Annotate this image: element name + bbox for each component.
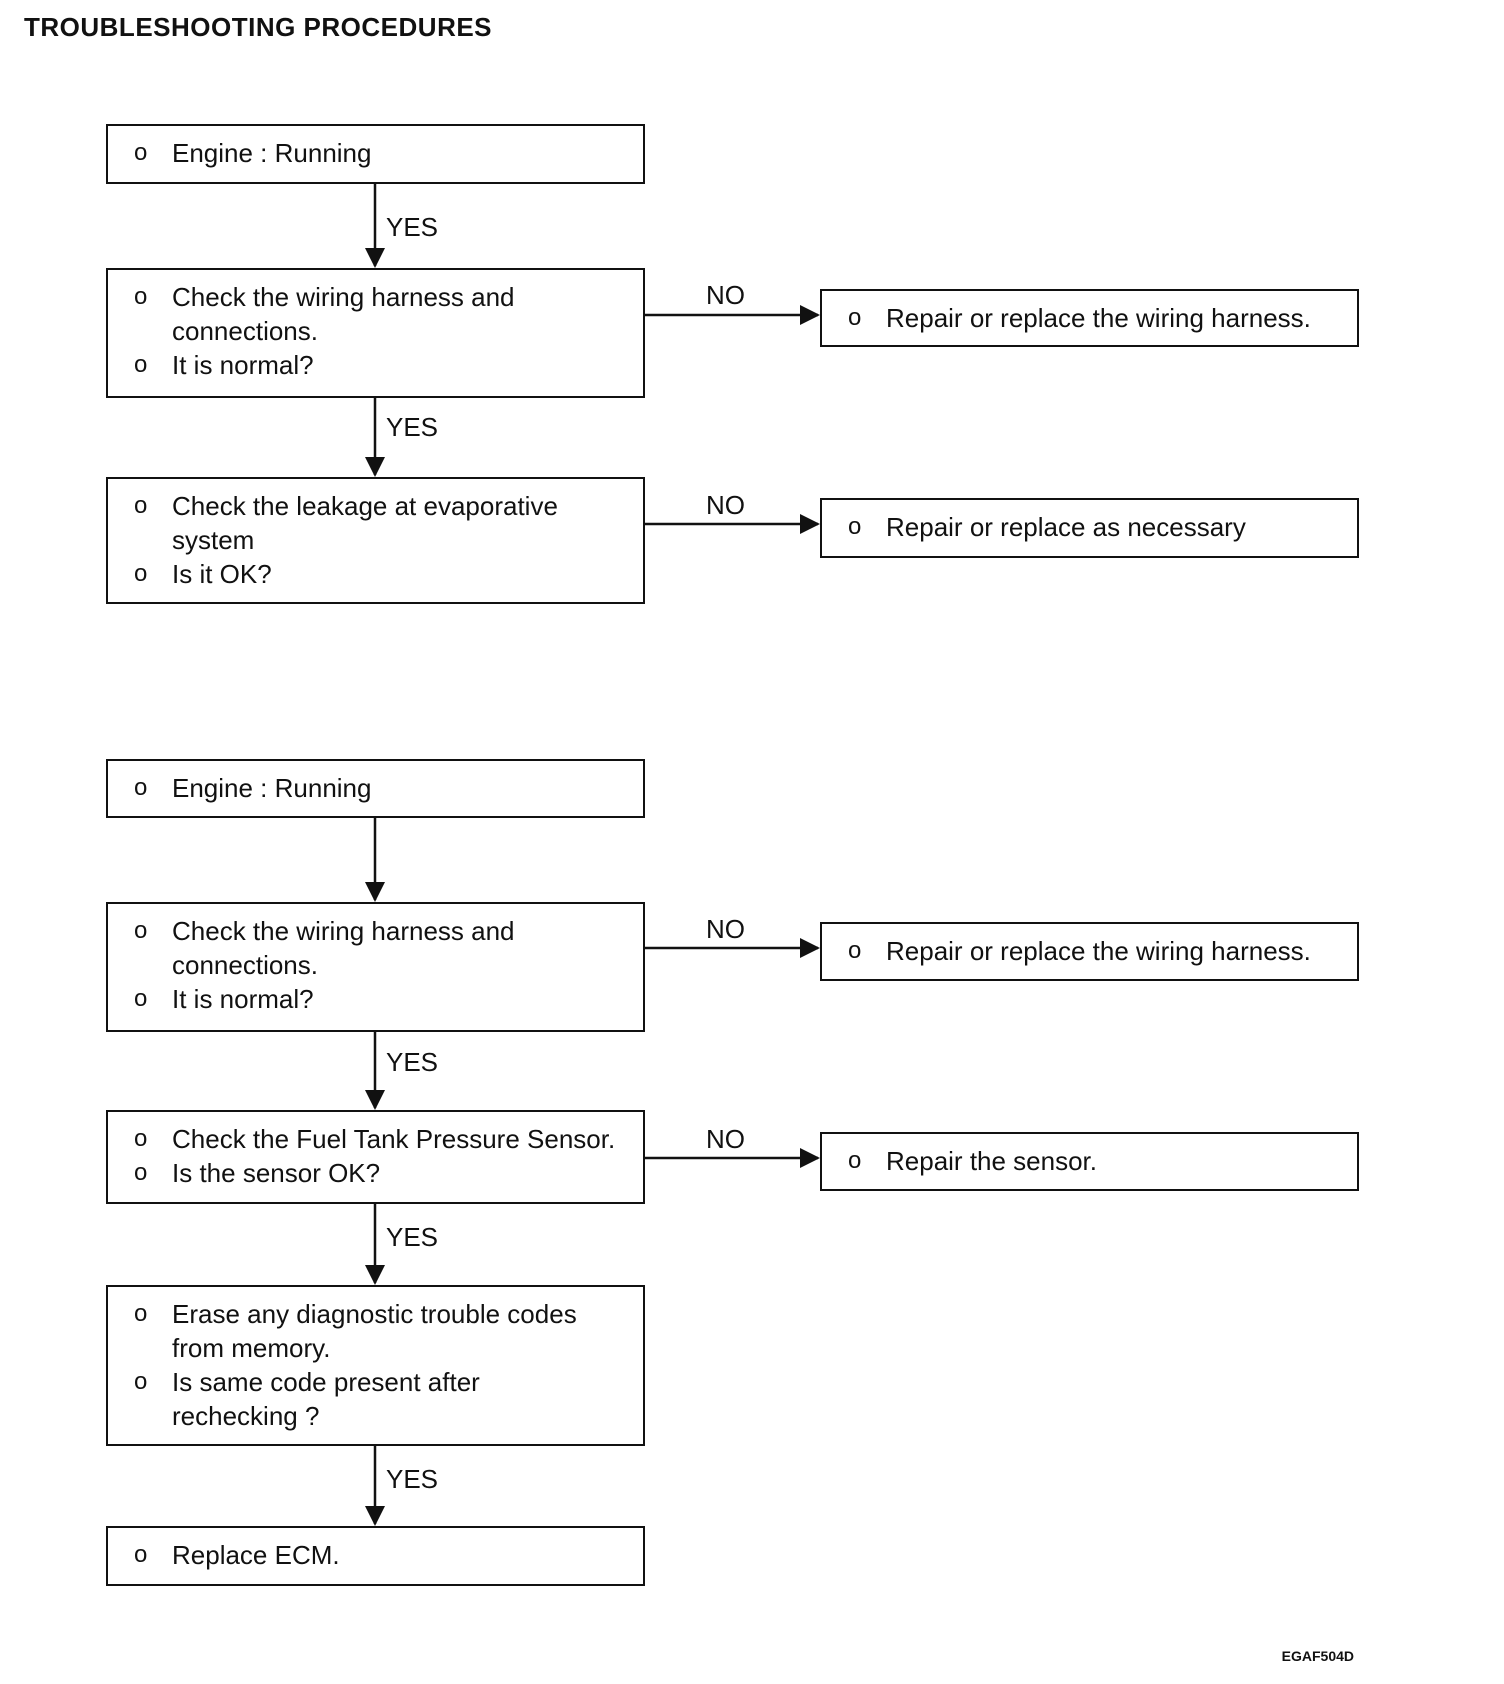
step-text: Engine : Running xyxy=(172,138,372,168)
flow1-box-check-leakage: o Check the leakage at evaporative system… xyxy=(106,477,645,604)
step-text: system xyxy=(172,525,255,555)
bullet-marker: o xyxy=(134,351,148,378)
bullet-marker: o xyxy=(134,917,148,944)
flow1-box-repair-wiring: o Repair or replace the wiring harness. xyxy=(820,289,1359,347)
bullet-marker: o xyxy=(134,139,148,166)
step-text: Check the wiring harness and xyxy=(172,282,515,312)
bullet-marker: o xyxy=(134,492,148,519)
step-text: Is the sensor OK? xyxy=(172,1158,381,1188)
bullet-marker: o xyxy=(134,985,148,1012)
step-text: Replace ECM. xyxy=(172,1540,340,1570)
yes-label: YES xyxy=(386,412,439,442)
bullet-marker: o xyxy=(848,513,862,540)
no-label: NO xyxy=(706,280,745,310)
flow2-box-check-wiring: o Check the wiring harness and connection… xyxy=(106,902,645,1032)
step-text: Check the wiring harness and xyxy=(172,916,515,946)
no-label: NO xyxy=(706,914,745,944)
bullet-marker: o xyxy=(134,774,148,801)
bullet-marker: o xyxy=(134,560,148,587)
step-text: Check the Fuel Tank Pressure Sensor. xyxy=(172,1124,616,1154)
step-text: Repair or replace the wiring harness. xyxy=(886,303,1311,333)
bullet-marker: o xyxy=(848,304,862,331)
page-title: TROUBLESHOOTING PROCEDURES xyxy=(24,12,493,42)
step-text: connections. xyxy=(172,950,318,980)
bullet-marker: o xyxy=(134,1541,148,1568)
yes-label: YES xyxy=(386,1222,439,1252)
bullet-marker: o xyxy=(134,1368,148,1395)
step-text: Repair the sensor. xyxy=(886,1146,1098,1176)
bullet-marker: o xyxy=(848,1147,862,1174)
yes-label: YES xyxy=(386,212,439,242)
bullet-marker: o xyxy=(134,283,148,310)
step-text: It is normal? xyxy=(172,350,314,380)
flow2-box-replace-ecm: o Replace ECM. xyxy=(106,1526,645,1586)
no-label: NO xyxy=(706,1124,745,1154)
step-text: Repair or replace the wiring harness. xyxy=(886,936,1311,966)
flow1-box-engine-running: o Engine : Running xyxy=(106,124,645,184)
step-text: Repair or replace as necessary xyxy=(886,512,1246,542)
step-text: Is same code present after xyxy=(172,1367,480,1397)
yes-label: YES xyxy=(386,1047,439,1077)
flow2-box-engine-running: o Engine : Running xyxy=(106,759,645,818)
bullet-marker: o xyxy=(134,1159,148,1186)
step-text: It is normal? xyxy=(172,984,314,1014)
step-text: Erase any diagnostic trouble codes xyxy=(172,1299,577,1329)
step-text: from memory. xyxy=(172,1333,331,1363)
step-text: Is it OK? xyxy=(172,559,272,589)
step-text: Engine : Running xyxy=(172,773,372,803)
flow1-box-check-wiring: o Check the wiring harness and connection… xyxy=(106,268,645,398)
yes-label: YES xyxy=(386,1464,439,1494)
bullet-marker: o xyxy=(134,1125,148,1152)
no-label: NO xyxy=(706,490,745,520)
bullet-marker: o xyxy=(134,1300,148,1327)
flow2-box-repair-sensor: o Repair the sensor. xyxy=(820,1132,1359,1191)
step-text: connections. xyxy=(172,316,318,346)
flow2-box-erase-codes: o Erase any diagnostic trouble codes from… xyxy=(106,1285,645,1446)
step-text: rechecking ? xyxy=(172,1401,320,1431)
flow1-box-repair-necessary: o Repair or replace as necessary xyxy=(820,498,1359,558)
bullet-marker: o xyxy=(848,937,862,964)
step-text: Check the leakage at evaporative xyxy=(172,491,558,521)
flow2-box-repair-wiring: o Repair or replace the wiring harness. xyxy=(820,922,1359,981)
figure-reference: EGAF504D xyxy=(1281,1648,1354,1664)
